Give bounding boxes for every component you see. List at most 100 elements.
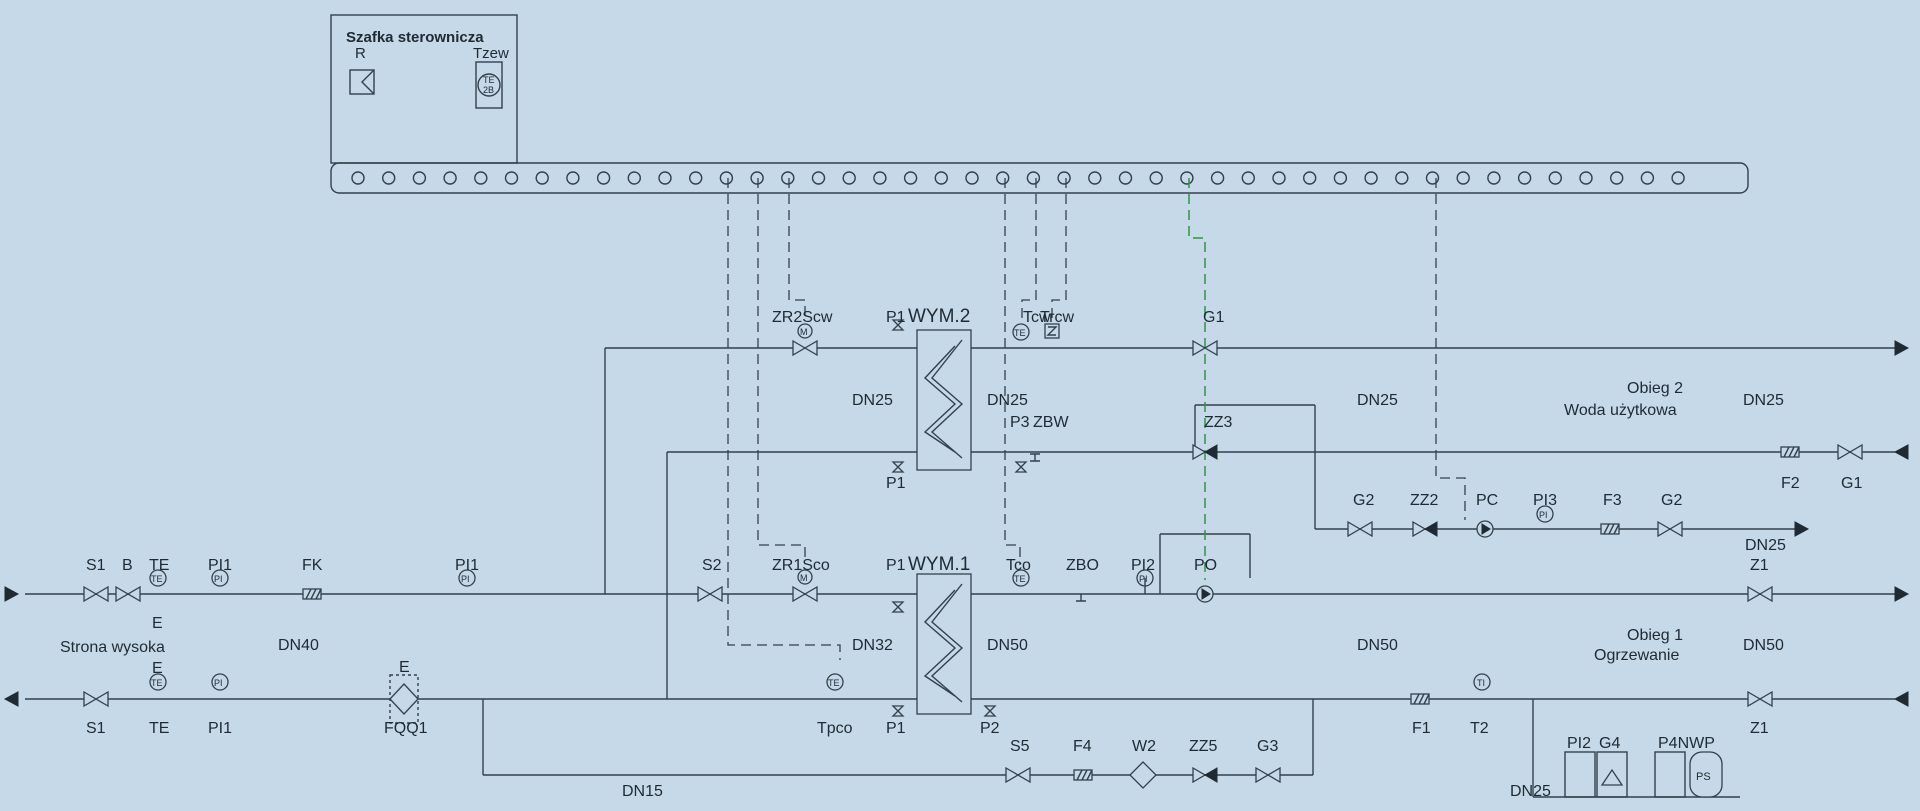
pump-pc bbox=[1476, 520, 1494, 538]
label-fk: FK bbox=[302, 557, 323, 574]
label-dn25-c: DN25 bbox=[1357, 392, 1398, 409]
valve-g1-right bbox=[1837, 444, 1863, 460]
terminal-point bbox=[351, 171, 365, 185]
svg-text:PI: PI bbox=[461, 574, 470, 584]
label-dn40: DN40 bbox=[278, 637, 319, 654]
label-p3: P3 bbox=[1010, 414, 1030, 431]
svg-text:PI: PI bbox=[214, 574, 223, 584]
check-valve-zz2 bbox=[1412, 521, 1438, 537]
label-z1-bottom: Z1 bbox=[1750, 720, 1769, 737]
valve-b bbox=[115, 586, 141, 602]
drain-p2 bbox=[984, 705, 996, 717]
label-e-fqq: E bbox=[399, 659, 410, 676]
label-s1-bottom: S1 bbox=[86, 720, 106, 737]
drain-p1-mid bbox=[892, 461, 904, 473]
terminal-point bbox=[1456, 171, 1470, 185]
valve-g3 bbox=[1255, 767, 1281, 783]
terminal-point bbox=[1548, 171, 1563, 185]
terminal-strip bbox=[330, 162, 1749, 194]
terminal-point bbox=[1579, 171, 1593, 185]
terminal-point bbox=[658, 171, 672, 185]
label-zz2: ZZ2 bbox=[1410, 492, 1439, 509]
label-w2: W2 bbox=[1132, 738, 1156, 755]
svg-text:TE: TE bbox=[828, 678, 840, 688]
terminal-point bbox=[1210, 171, 1225, 185]
cabinet-r-label: R bbox=[355, 45, 366, 62]
label-wym2: WYM.2 bbox=[908, 306, 970, 327]
terminal-point bbox=[1609, 171, 1624, 185]
svg-text:M: M bbox=[800, 573, 808, 583]
terminal-point bbox=[1272, 171, 1286, 185]
terminal-point bbox=[1057, 171, 1071, 185]
svg-text:PI: PI bbox=[214, 678, 223, 688]
label-s1-top: S1 bbox=[86, 557, 106, 574]
motorized-valve-zr1sco bbox=[792, 586, 818, 602]
terminal-point bbox=[1517, 171, 1532, 185]
terminal-point bbox=[719, 171, 734, 185]
drain-p3 bbox=[1015, 461, 1027, 473]
drain-p1-low bbox=[892, 601, 904, 613]
terminal-point bbox=[566, 171, 580, 185]
label-dn25-e: DN25 bbox=[1745, 537, 1786, 554]
svg-text:TE: TE bbox=[151, 678, 163, 688]
label-ps: PS bbox=[1696, 771, 1711, 783]
label-dn15: DN15 bbox=[622, 783, 663, 800]
label-pi1-bottom: PI1 bbox=[208, 720, 232, 737]
label-t2: T2 bbox=[1470, 720, 1489, 737]
label-e-top: E bbox=[152, 615, 163, 632]
svg-text:M: M bbox=[800, 327, 808, 337]
label-p1-mid: P1 bbox=[886, 475, 906, 492]
terminal-point bbox=[1241, 171, 1256, 185]
tzew-code2: 2B bbox=[483, 85, 494, 95]
terminal-point bbox=[873, 171, 887, 185]
terminal-point bbox=[1118, 171, 1133, 185]
drain-p1-bottom bbox=[892, 705, 904, 717]
label-te-top: TE bbox=[149, 557, 169, 574]
label-zr1sco: ZR1Sco bbox=[772, 557, 830, 574]
label-dn50-b: DN50 bbox=[1357, 637, 1398, 654]
check-valve-zz5 bbox=[1192, 767, 1218, 783]
label-zz5: ZZ5 bbox=[1189, 738, 1218, 755]
heat-exchanger-wym1 bbox=[916, 573, 972, 715]
label-f2: F2 bbox=[1781, 475, 1800, 492]
tzew-code: TE bbox=[483, 75, 495, 85]
terminal-point bbox=[965, 171, 979, 185]
terminal-point bbox=[443, 171, 457, 185]
terminal-point bbox=[1395, 171, 1409, 185]
valve-g2-a bbox=[1347, 521, 1373, 537]
filter-fk bbox=[302, 588, 322, 600]
label-dn25-f: DN25 bbox=[1510, 783, 1551, 800]
motorized-valve-zr2scw bbox=[792, 340, 818, 356]
terminal-point bbox=[535, 171, 549, 185]
svg-text:TE: TE bbox=[1014, 574, 1026, 584]
terminal-point bbox=[1671, 171, 1685, 185]
label-e-bottom: E bbox=[152, 660, 163, 677]
valve-z1-bottom bbox=[1747, 691, 1773, 707]
expansion-group bbox=[1564, 751, 1723, 798]
terminal-point bbox=[1640, 171, 1655, 185]
label-zz3: ZZ3 bbox=[1204, 414, 1233, 431]
terminal-point bbox=[934, 171, 948, 185]
cabinet-title: Szafka sterownicza bbox=[346, 29, 484, 46]
terminal-point bbox=[1425, 171, 1440, 185]
terminal-point bbox=[412, 171, 427, 185]
label-g1-top: G1 bbox=[1203, 309, 1224, 326]
label-p1-top: P1 bbox=[886, 309, 906, 326]
label-s5: S5 bbox=[1010, 738, 1030, 755]
label-tcw: Tcw bbox=[1023, 309, 1051, 326]
terminal-point bbox=[1302, 171, 1317, 185]
terminal-point bbox=[811, 171, 826, 185]
label-strona: Strona wysoka bbox=[60, 639, 165, 656]
terminal-point bbox=[1364, 171, 1378, 185]
label-b: B bbox=[122, 557, 133, 574]
label-dn25-d: DN25 bbox=[1743, 392, 1784, 409]
valve-s5 bbox=[1005, 767, 1031, 783]
label-p1-low: P1 bbox=[886, 557, 906, 574]
label-fqq1: FQQ1 bbox=[384, 720, 428, 737]
label-dn50-c: DN50 bbox=[1743, 637, 1784, 654]
label-dn32: DN32 bbox=[852, 637, 893, 654]
svg-text:TI: TI bbox=[1477, 678, 1485, 688]
terminal-point bbox=[627, 171, 641, 185]
terminal-point bbox=[996, 171, 1010, 185]
svg-text:PI: PI bbox=[1139, 574, 1148, 584]
